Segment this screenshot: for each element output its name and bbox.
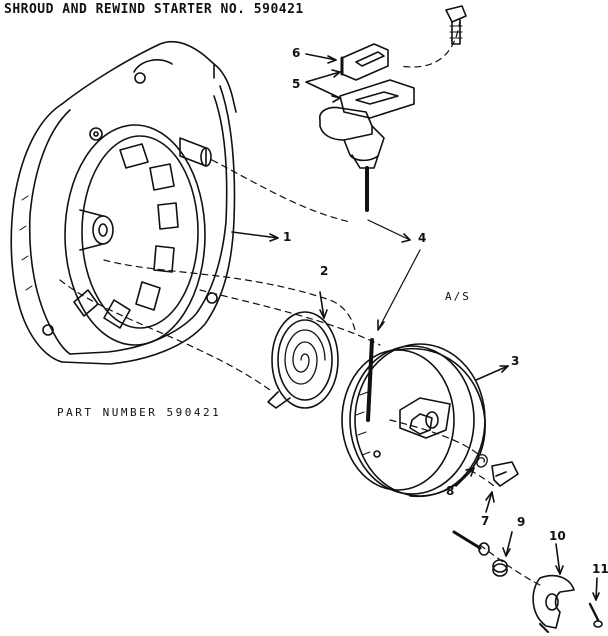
part-number-label: PART NUMBER 590421 (57, 406, 222, 419)
callout-9: 9 (517, 515, 526, 529)
callout-4: 4 (418, 231, 427, 245)
handle-part (305, 69, 415, 169)
callout-5: 5 (292, 77, 301, 91)
spring-clip-part (455, 454, 488, 487)
pawl-part (485, 461, 519, 513)
screw-top-part (445, 5, 467, 45)
leader-1-arrow (269, 233, 279, 242)
callout-8: 8 (446, 484, 455, 498)
as-mark-label: A/S (445, 290, 471, 303)
pulley-part (341, 343, 509, 498)
handle-insert-part (305, 43, 389, 81)
bottom-screw (539, 623, 549, 633)
callout-6: 6 (292, 46, 301, 60)
callout-3: 3 (511, 354, 520, 368)
retainer-part (532, 543, 575, 629)
rope-part (365, 166, 421, 422)
callout-2: 2 (320, 264, 329, 278)
small-screw-part (588, 577, 603, 628)
callout-11: 11 (592, 562, 608, 576)
diagram-title: SHROUD AND REWIND STARTER NO. 590421 (4, 2, 304, 17)
callout-7: 7 (481, 514, 490, 528)
callout-1: 1 (283, 230, 292, 244)
shroud-part (10, 40, 237, 365)
screw-washer-part (452, 530, 513, 577)
rewind-spring-part (267, 291, 339, 409)
callout-10: 10 (549, 529, 566, 543)
leader-1 (231, 231, 279, 239)
